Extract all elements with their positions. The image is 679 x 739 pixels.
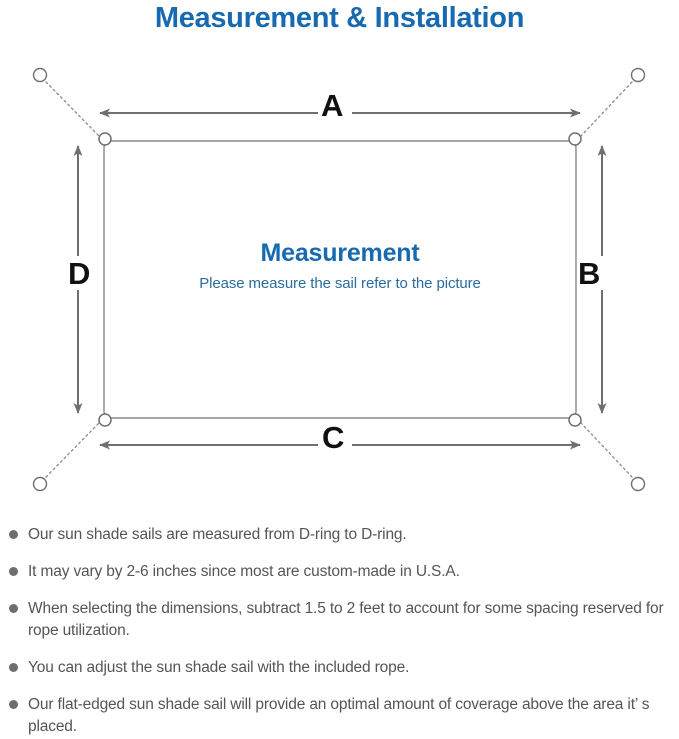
anchor-point-bottom-left-icon (32, 476, 48, 492)
dimension-label-d: D (68, 256, 91, 291)
list-item: It may vary by 2-6 inches since most are… (0, 561, 679, 583)
dimension-label-c: C (322, 420, 345, 455)
sail-body (103, 140, 577, 419)
bullet-icon (9, 530, 18, 539)
d-ring-bottom-left-icon (98, 413, 112, 427)
note-text: It may vary by 2-6 inches since most are… (28, 563, 460, 580)
list-item: You can adjust the sun shade sail with t… (0, 657, 679, 679)
list-item: When selecting the dimensions, subtract … (0, 598, 679, 642)
dimension-label-a: A (321, 88, 344, 123)
measurement-subheading: Please measure the sail refer to the pic… (199, 275, 481, 292)
bullet-icon (9, 700, 18, 709)
sail-diagram: A C D B Measurement Please measure the s… (0, 50, 679, 520)
measurement-heading: Measurement (260, 239, 420, 267)
d-ring-top-left-icon (98, 132, 112, 146)
dimension-label-b: B (578, 256, 601, 291)
sail-center-text-block: Measurement Please measure the sail refe… (110, 238, 570, 294)
d-ring-top-right-icon (568, 132, 582, 146)
note-text: You can adjust the sun shade sail with t… (28, 659, 410, 676)
list-item: Our flat-edged sun shade sail will provi… (0, 694, 679, 738)
note-text: When selecting the dimensions, subtract … (28, 600, 664, 639)
page-title: Measurement & Installation (154, 2, 525, 34)
note-text: Our flat-edged sun shade sail will provi… (28, 696, 650, 735)
d-ring-bottom-right-icon (568, 413, 582, 427)
anchor-point-top-right-icon (630, 67, 646, 83)
anchor-point-bottom-right-icon (630, 476, 646, 492)
sail-diagram-svg (32, 67, 646, 492)
anchor-point-top-left-icon (32, 67, 48, 83)
bullet-icon (9, 604, 18, 613)
notes-list: Our sun shade sails are measured from D-… (0, 524, 679, 738)
rope-line-bottom-right (580, 422, 633, 478)
list-item: Our sun shade sails are measured from D-… (0, 524, 679, 546)
bullet-icon (9, 567, 18, 576)
note-text: Our sun shade sails are measured from D-… (28, 526, 407, 543)
rope-line-bottom-left (45, 422, 100, 478)
rope-line-top-right (580, 81, 633, 137)
rope-line-top-left (45, 81, 100, 137)
bullet-icon (9, 663, 18, 672)
